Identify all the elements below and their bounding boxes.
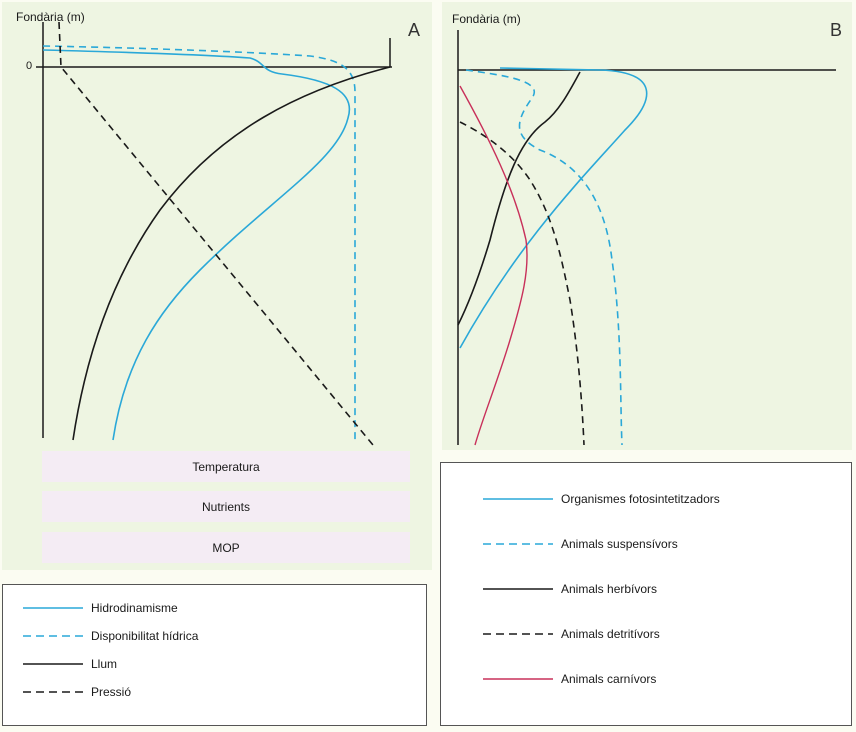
legend-a-label: Llum (91, 657, 118, 671)
panel-a-letter: A (408, 20, 421, 40)
legend-b-swatch (483, 633, 553, 635)
legend-b-item: Organismes fotosintetitzadors (483, 492, 720, 506)
panel-a-zero-tick: 0 (26, 60, 33, 72)
series-organismes-fotosintetitzadors (459, 67, 648, 349)
band-temperatura: Temperatura (42, 451, 410, 482)
legend-b-item: Animals detritívors (483, 627, 660, 641)
series-animals-suspensivors (465, 69, 623, 446)
legend-b-item: Animals suspensívors (483, 537, 678, 551)
band-nutrients: Nutrients (42, 491, 410, 522)
series-animals-herbivors (457, 71, 581, 326)
legend-a-item: Llum (23, 657, 117, 671)
panel-a-ylabel: Fondària (m) (16, 10, 85, 24)
legend-b-swatch (483, 678, 553, 680)
series-llum (72, 66, 391, 441)
legend-a-item: Disponibilitat hídrica (23, 629, 198, 643)
legend-b-label: Organismes fotosintetitzadors (561, 492, 720, 506)
legend-b-item: Animals carnívors (483, 672, 656, 686)
panel-b-ylabel: Fondària (m) (452, 12, 521, 26)
series-animals-carnivors (459, 85, 528, 446)
legend-a-label: Pressió (91, 685, 132, 699)
series-pressio (58, 21, 374, 446)
series-animals-detritivors (459, 121, 585, 446)
legend-a-item: Pressió (23, 685, 131, 699)
legend-b-label: Animals suspensívors (561, 537, 678, 551)
legend-b-swatch (483, 543, 553, 545)
legend-a-item: Hidrodinamisme (23, 601, 178, 615)
legend-a-swatch (23, 607, 83, 609)
legend-a-label: Disponibilitat hídrica (91, 629, 199, 643)
legend-a-label: Hidrodinamisme (91, 601, 178, 615)
legend-b-label: Animals detritívors (561, 627, 660, 641)
legend-b-swatch (483, 588, 553, 590)
legend-a-swatch (23, 691, 83, 693)
legend-b-label: Animals carnívors (561, 672, 657, 686)
legend-a-swatch (23, 635, 83, 637)
series-hidrodinamisme (42, 49, 351, 441)
panel-b-background (442, 2, 852, 450)
legend-b-swatch (483, 498, 553, 500)
panel-b-letter: B (830, 20, 843, 40)
legend-b-item: Animals herbívors (483, 582, 657, 596)
legend-a-swatch (23, 663, 83, 665)
legend-b-label: Animals herbívors (561, 582, 658, 596)
series-disponibilitat-hidrica (42, 45, 356, 440)
band-mop: MOP (42, 532, 410, 563)
